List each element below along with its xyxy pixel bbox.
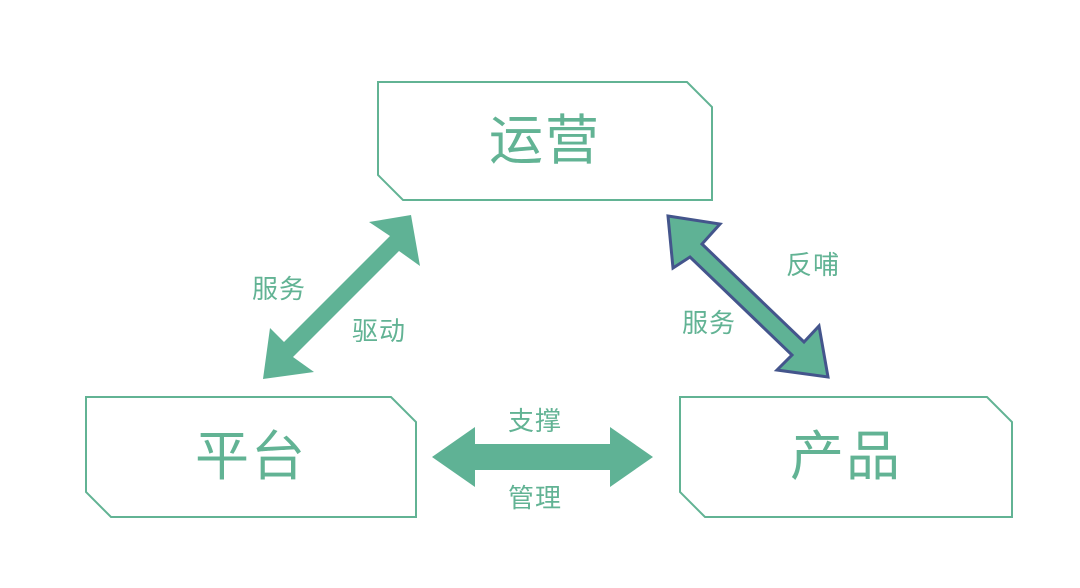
node-platform-label: 平台 <box>195 427 307 487</box>
node-box-product-shape <box>679 396 1013 518</box>
edge-label-manage: 管理 <box>508 483 563 513</box>
node-operations[interactable]: 运营 <box>378 82 712 200</box>
edge-label-service-right: 服务 <box>682 308 737 338</box>
node-operations-label: 运营 <box>489 111 601 171</box>
node-box-platform-shape <box>85 396 417 518</box>
node-platform[interactable]: 平台 <box>86 397 416 517</box>
edge-label-service-left: 服务 <box>252 274 307 304</box>
edge-label-feedback: 反哺 <box>786 250 841 280</box>
node-product-label: 产品 <box>790 427 902 487</box>
edge-label-drive: 驱动 <box>352 316 407 346</box>
edge-label-support: 支撑 <box>508 406 563 436</box>
node-product[interactable]: 产品 <box>680 397 1012 517</box>
node-box-operations-shape <box>377 81 713 201</box>
arrow-operations-product <box>666 214 830 379</box>
arrow-platform-product <box>432 427 653 487</box>
arrow-platform-operations <box>263 215 420 379</box>
